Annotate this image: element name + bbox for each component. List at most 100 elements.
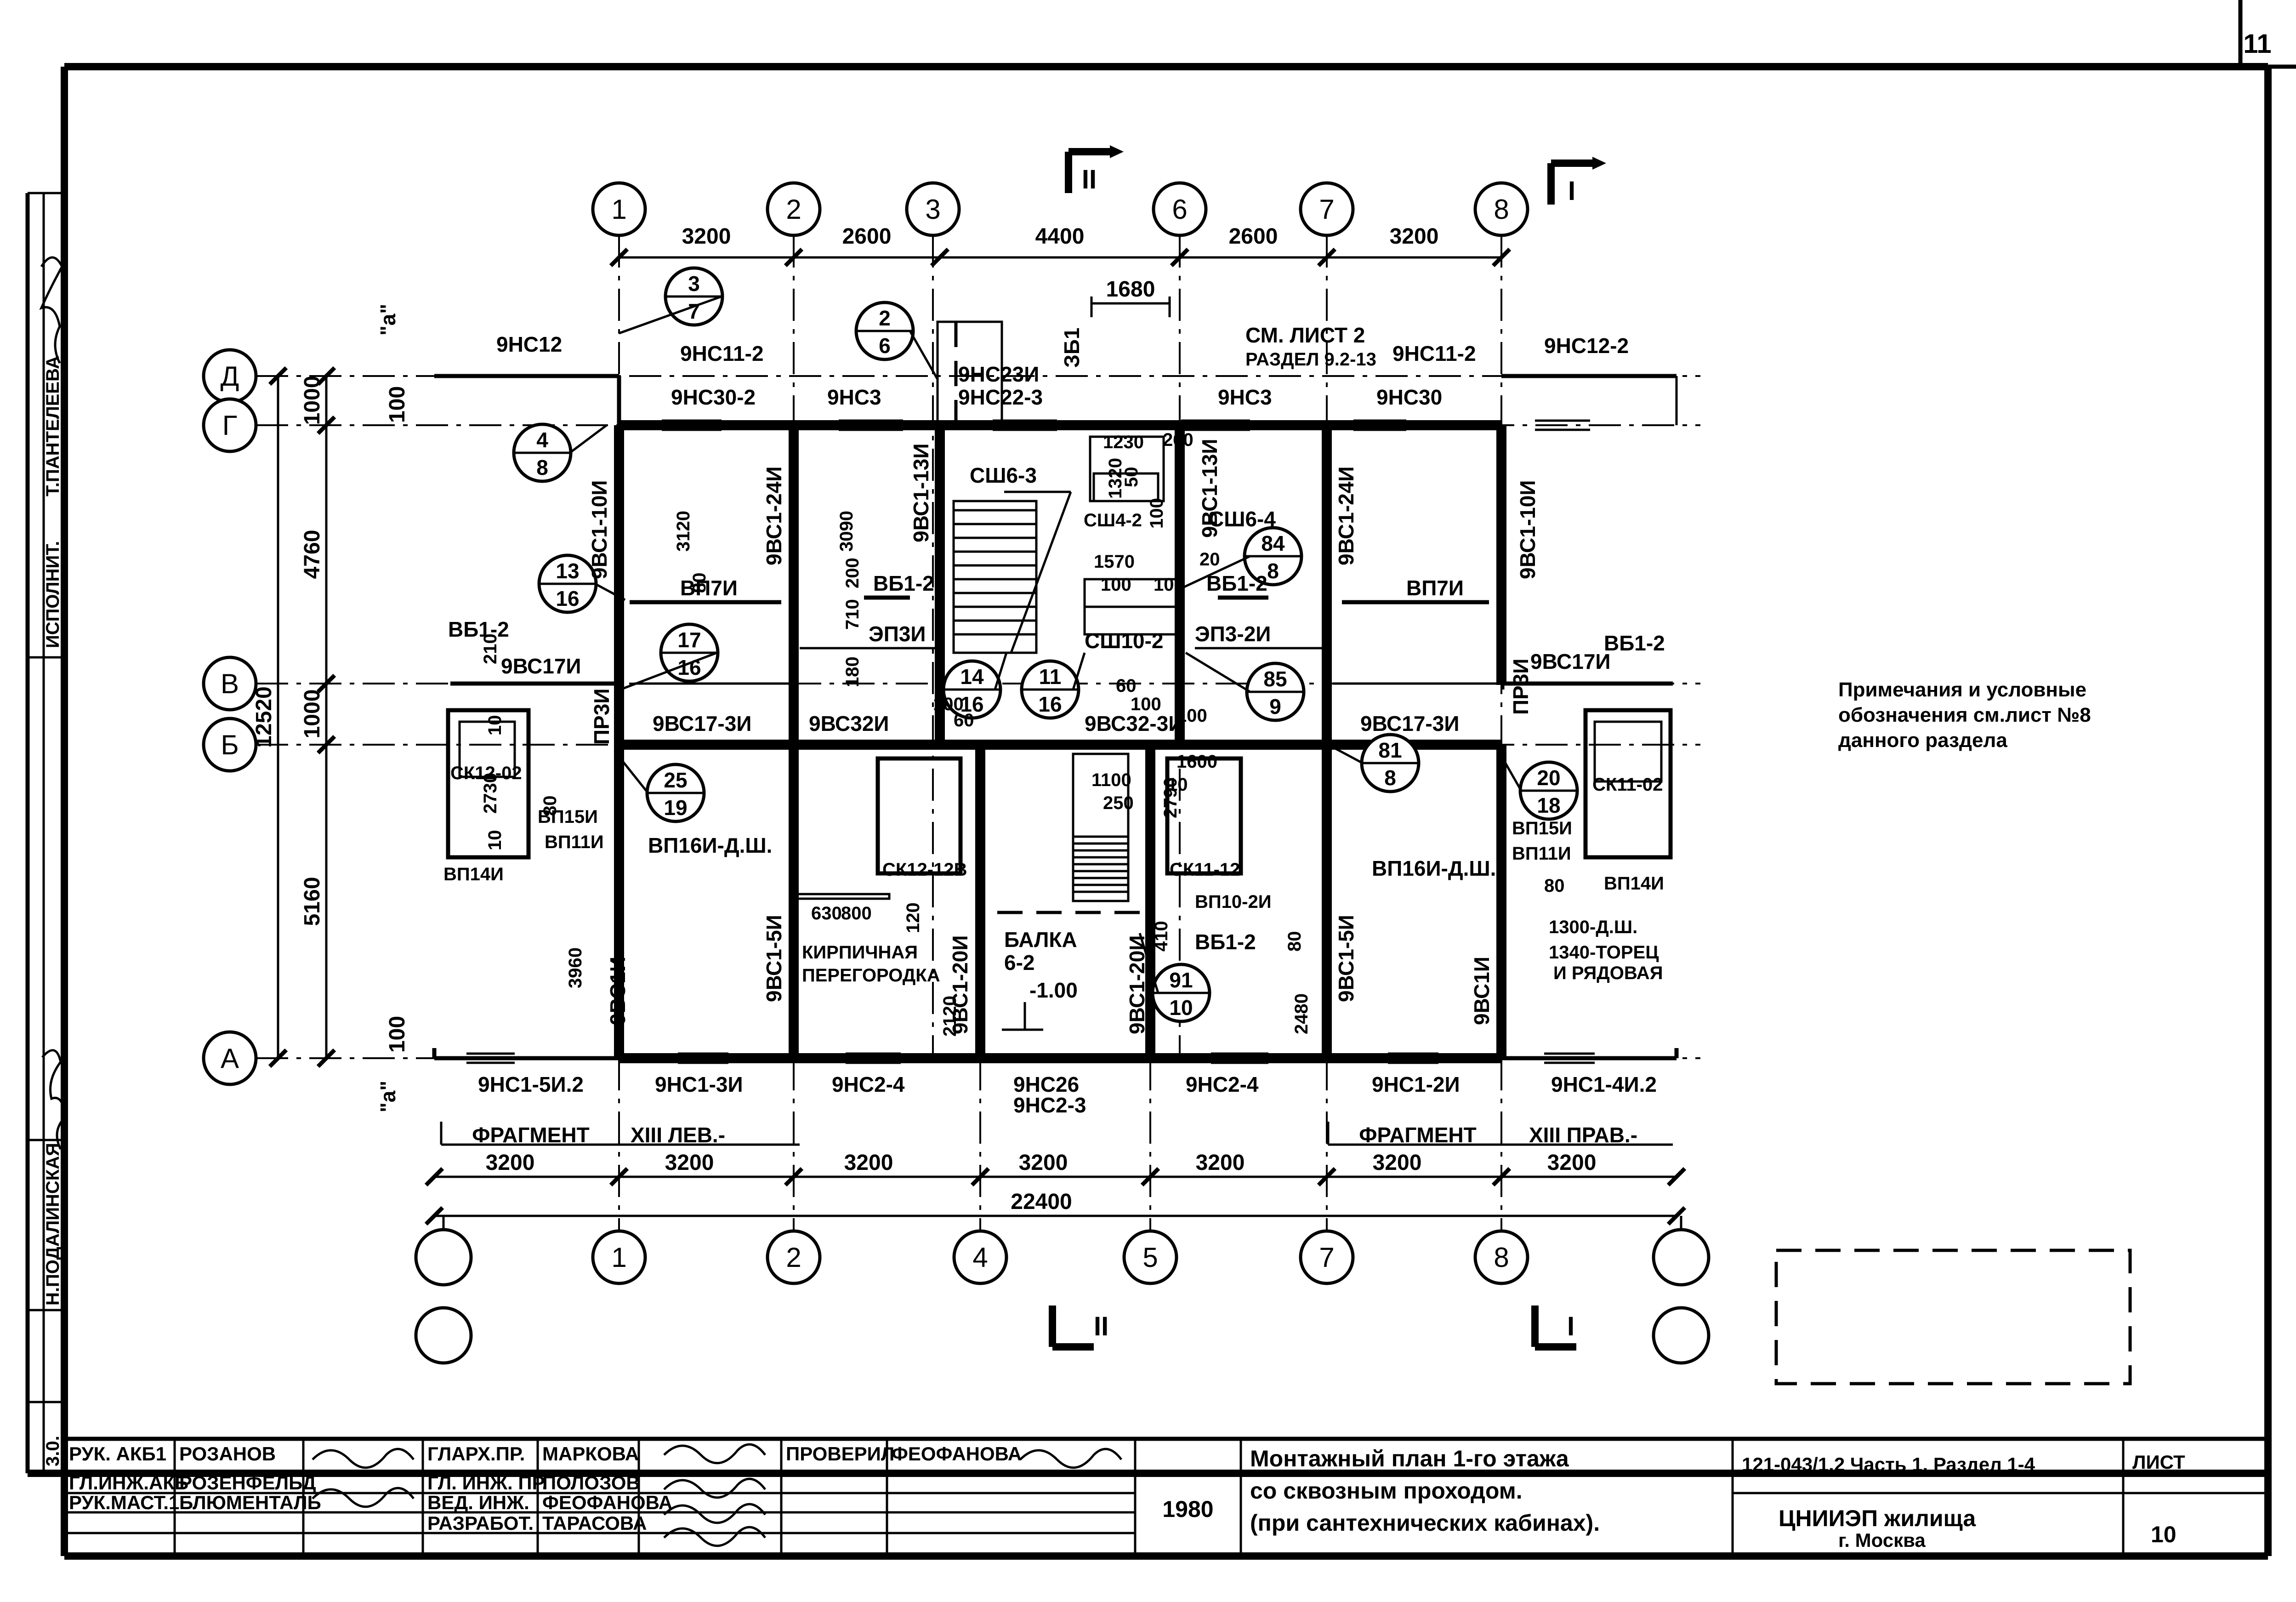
marker-bottom: 16 (960, 692, 983, 716)
dim-value: 12520 (252, 686, 276, 747)
tb-sheet-label: ЛИСТ (2132, 1451, 2185, 1473)
signature-mark (312, 1448, 415, 1469)
panel-mark: 9НС11-2 (680, 342, 764, 365)
panel-mark: 9НС30-2 (671, 385, 756, 409)
axis-label: 7 (1319, 1242, 1334, 1273)
level-mark: -1.00 (1029, 978, 1078, 1002)
beam-mark: ВП7И (680, 576, 738, 600)
interior-dim: 120 (903, 902, 923, 933)
interior-dim: 20 (1199, 549, 1220, 570)
panel-mark: 9НС12 (496, 332, 562, 356)
interior-dim: 1600 (1176, 752, 1217, 772)
tb-role: ВЕД. ИНЖ. (427, 1492, 529, 1513)
bottom-panel-mark: 9НС1-4И.2 (1551, 1072, 1657, 1096)
dim-tick (930, 247, 950, 268)
legend-box-dashed (1774, 1249, 2132, 1385)
interior-dim: 80 (540, 796, 560, 816)
dim-value: 22400 (1011, 1190, 1072, 1214)
landing-2 (1083, 605, 1178, 636)
panel-mark: 9НС23И (958, 362, 1039, 386)
interior-dim: 2790 (1160, 777, 1181, 818)
axis-label: 4 (972, 1242, 988, 1273)
dim-tick (316, 735, 336, 755)
corridor-panel: 9ВС17-3И (1360, 712, 1459, 735)
interior-dim: 10 (485, 830, 505, 851)
signature-mark (663, 1443, 766, 1465)
tb-role: ГЛАРХ.ПР. (427, 1443, 525, 1465)
cabin-left (446, 708, 531, 860)
fragment-label: ФРАГМЕНТ (1359, 1123, 1477, 1147)
section-label: I (1568, 176, 1575, 206)
dim-value: 2600 (842, 224, 892, 249)
dim-value: 100 (385, 1016, 409, 1053)
axis-label: 2 (786, 1242, 801, 1273)
tb-role: РАЗРАБОТ. (427, 1512, 534, 1534)
axis-label: 7 (1319, 194, 1334, 225)
interior-dim: 80 (689, 573, 710, 593)
interior-dim: 1320 (1105, 458, 1125, 499)
interior-dim: 410 (1151, 921, 1171, 952)
axis-label: 8 (1494, 1242, 1509, 1273)
dim-value: 1000 (300, 690, 324, 739)
panel-mark: 9НС3 (1218, 385, 1272, 409)
fragment-ref: XIII ПРАВ.- (1529, 1123, 1637, 1147)
bottom-panel-mark: 9НС2-4 (1186, 1072, 1259, 1096)
interior-dim: 250 (1103, 793, 1134, 813)
corridor-panel: 9ВС17И (501, 654, 581, 678)
tb-role: ГЛ.ИНЖ.АКБ (69, 1472, 188, 1494)
panel-mark: 9НС3 (827, 385, 881, 409)
marker-top: 25 (664, 768, 687, 792)
interior-dim: 80 (1284, 931, 1305, 952)
marker-top: 85 (1263, 667, 1287, 691)
tb-role: РУК. АКБ1 (69, 1443, 166, 1465)
interior-dim: 100 (933, 694, 964, 714)
marker-bottom: 16 (1038, 692, 1062, 716)
beam-mark: ВП11И (1512, 844, 1571, 864)
ref-note: СМ. ЛИСТ 2 (1245, 323, 1365, 347)
wall-panel-mark: 9ВС1-5И (762, 915, 786, 1002)
beam-mark: ВП15И (538, 807, 598, 827)
cabin-3 (1165, 756, 1243, 876)
sheet-corner-number: 11 (2243, 29, 2271, 59)
cabin-right-inner (1593, 720, 1663, 783)
dim-tick (316, 673, 336, 694)
tb-checked-label: ПРОВЕРИЛ (786, 1443, 894, 1465)
axis-bubble-empty (414, 1306, 473, 1365)
dim-tick (316, 1048, 336, 1068)
cabin-left-inner (458, 720, 516, 778)
beam-mark: ВБ1-2 (1604, 631, 1665, 655)
beam-mark: ВП14И (443, 864, 504, 884)
dim-tick (1317, 1167, 1337, 1187)
bottom-panel-mark: 9НС26 (1013, 1072, 1079, 1096)
beam-mark: ВБ1-2 (873, 571, 934, 595)
bottom-panel-mark: 9НС1-3И (655, 1072, 743, 1096)
panel-mark: 9НС22-3 (958, 385, 1043, 409)
wall-panel-mark: 9ВС1-5И (1334, 915, 1358, 1002)
marker-bottom: 19 (664, 796, 687, 820)
leader-line (1180, 555, 1251, 590)
beam-mark: ВБ1-2 (448, 617, 509, 641)
leader-line (1327, 743, 1364, 764)
cabin-mark: СК12-12В (882, 860, 967, 880)
cabin-mark: СК12-02 (450, 763, 522, 783)
brick-partition (796, 893, 891, 900)
dim-value: 5160 (300, 877, 324, 926)
interior-dim: 1230 (1103, 432, 1144, 452)
dim-value: 3200 (1019, 1151, 1068, 1175)
beam-mark: ВП11И (545, 832, 604, 852)
signature-mark (663, 1477, 766, 1499)
interior-dim: 1100 (1091, 770, 1131, 790)
beam-mark: ВП10-2И (1195, 892, 1271, 912)
stair-mark: ЗБ1 (1060, 328, 1084, 368)
dim-value: 2600 (1229, 224, 1278, 249)
marker-bottom: 10 (1169, 996, 1193, 1020)
cabin-mark: СК11-12 (1170, 860, 1240, 880)
marker-top: 91 (1169, 968, 1193, 992)
tb-title: Монтажный план 1-го этажа (1250, 1446, 1569, 1471)
leader-line (619, 758, 649, 794)
dim-value: 3200 (1196, 1151, 1245, 1175)
note-line: данного раздела (1838, 729, 2007, 752)
signature-mark (663, 1503, 766, 1524)
dim-value: 3200 (1390, 224, 1439, 249)
dim-value: 3200 (682, 224, 731, 249)
